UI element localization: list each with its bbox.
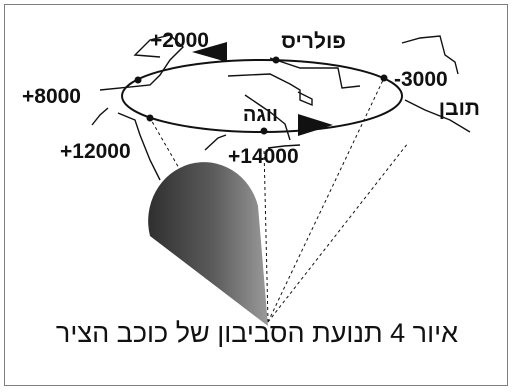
label-polaris: פולריס — [281, 30, 346, 53]
label-vega: ווגה — [243, 104, 278, 126]
figure-frame — [4, 4, 508, 386]
label-plus-12000: +12000 — [60, 140, 131, 163]
label-plus-14000: +14000 — [228, 145, 299, 168]
direction-arrow-top — [192, 42, 227, 62]
dot-8000 — [134, 76, 142, 84]
dot-14000 — [260, 127, 268, 135]
figure-caption: איור 4 תנועת הסביבון של כוכב הציר — [55, 318, 459, 348]
direction-arrow-bottom — [298, 114, 333, 136]
constellation-sketch-center — [227, 57, 361, 141]
dot-12000 — [146, 114, 154, 122]
label-minus-3000: -3000 — [394, 68, 448, 91]
cone-guide-lines — [149, 77, 409, 323]
spinning-top-cone — [148, 162, 268, 326]
star-dots — [134, 56, 388, 135]
label-plus-2000: +2000 — [150, 29, 209, 52]
label-thuban: תובן — [439, 97, 480, 120]
constellation-sketch-right — [204, 35, 471, 151]
label-plus-8000: +8000 — [22, 85, 81, 108]
dot-2000 — [272, 56, 280, 64]
dot-minus-3000 — [380, 74, 388, 82]
constellation-sketch-top-left — [91, 34, 185, 181]
